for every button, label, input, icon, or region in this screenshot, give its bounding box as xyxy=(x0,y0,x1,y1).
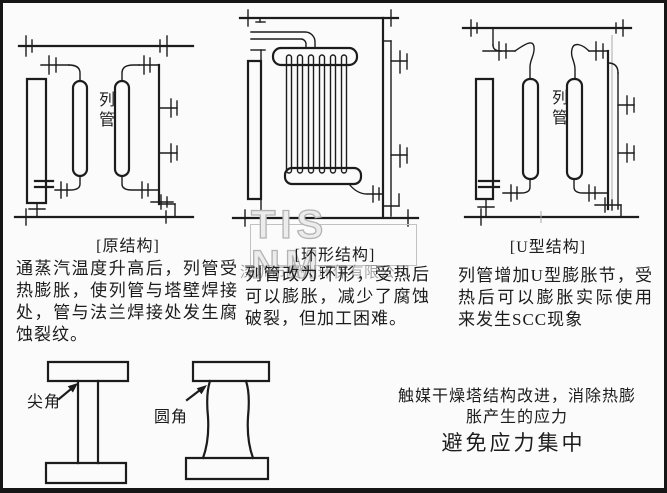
description-ring: 列管改为环形，受热后可以膨胀，减少了腐蚀破裂，但加工困难。 xyxy=(245,265,430,328)
original-structure-diagram xyxy=(11,11,211,227)
description-u-type: 列管增加U型膨胀节，受热后可以膨胀实际使用来发生SCC现象 xyxy=(458,266,653,329)
u-structure-diagram xyxy=(455,11,665,227)
sharp-corner-label: 尖角 xyxy=(27,394,62,411)
ibeam-sharp-diagram xyxy=(46,362,128,483)
improvement-note: 触媒干燥塔结构改进，消除热膨胀产生的应力 xyxy=(397,388,636,426)
ibeam-comparison-diagram xyxy=(23,357,373,489)
round-corner-label: 圆角 xyxy=(154,409,189,426)
ibeam-round-diagram xyxy=(186,362,269,479)
caption-ring: [环形结构] xyxy=(294,247,376,264)
tube-label-original: 列管 xyxy=(96,91,113,131)
caption-original: [原结构] xyxy=(96,238,160,255)
tube-label-u-type: 列管 xyxy=(549,89,566,129)
caption-u-type: [U型结构] xyxy=(509,239,587,256)
round-arrowhead xyxy=(196,385,207,395)
sharp-arrowhead xyxy=(67,383,78,393)
stress-principle-note: 避免应力集中 xyxy=(441,431,586,455)
description-original: 通蒸汽温度升高后，列管受热膨胀，使列管与塔壁焊接处，管与法兰焊接处发生腐蚀裂纹。 xyxy=(16,259,238,344)
ring-structure-diagram xyxy=(231,7,426,231)
company-watermark: 深圳市贵州环保有限公司 xyxy=(240,265,411,281)
